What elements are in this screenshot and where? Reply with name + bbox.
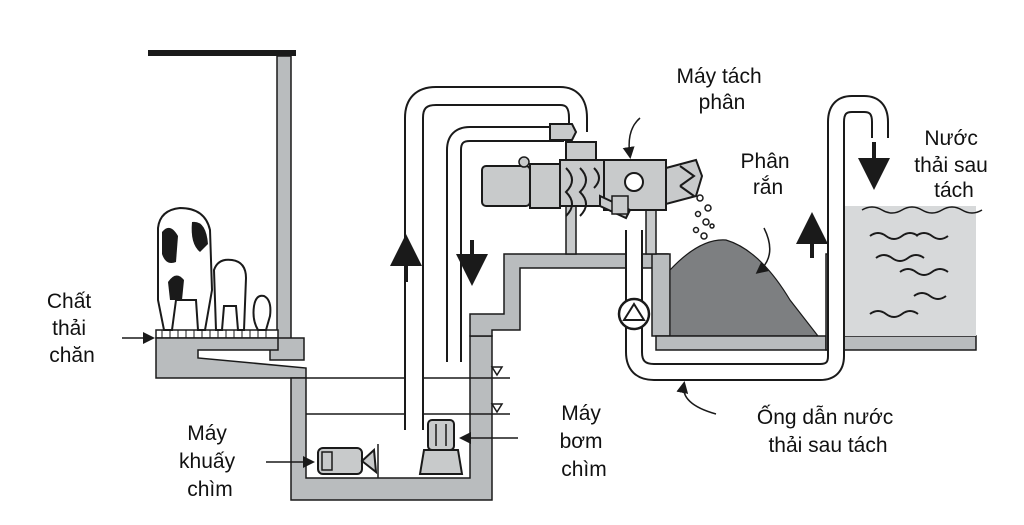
label-mixer: Máy khuấy chìm (179, 422, 241, 501)
chicken-icon (252, 294, 272, 331)
leader-lines (122, 117, 771, 468)
pump-icon (418, 419, 464, 475)
label-treated-water: Nước thải sau tách (914, 127, 993, 202)
cow-icon (157, 206, 214, 331)
solid-manure-pile (669, 239, 820, 337)
label-solid-manure: Phân rắn (741, 150, 796, 199)
mixer-icon (317, 444, 379, 478)
label-barn-waste: Chất thải chăn (47, 290, 97, 367)
barn-roof (148, 50, 296, 56)
screw-separator-icon (481, 123, 704, 255)
calf-icon (212, 258, 248, 331)
barn-structure (148, 50, 307, 379)
label-outlet-pipe: Ống dẫn nước thải sau tách (757, 405, 899, 457)
label-separator: Máy tách phân (676, 65, 767, 114)
waste-channel (155, 337, 307, 379)
platform-wall (651, 253, 671, 337)
level-marker-high (490, 366, 504, 377)
level-marker-low (490, 403, 504, 414)
pile-floor (655, 335, 827, 351)
slatted-floor (155, 329, 279, 339)
water-waves (869, 232, 949, 318)
treated-water (840, 206, 976, 336)
water-surface (861, 206, 983, 214)
barn-wall (276, 55, 292, 353)
label-pump: Máy bơm chìm (560, 402, 609, 481)
falling-solids (692, 194, 715, 240)
centrifugal-pump-icon (617, 297, 651, 331)
